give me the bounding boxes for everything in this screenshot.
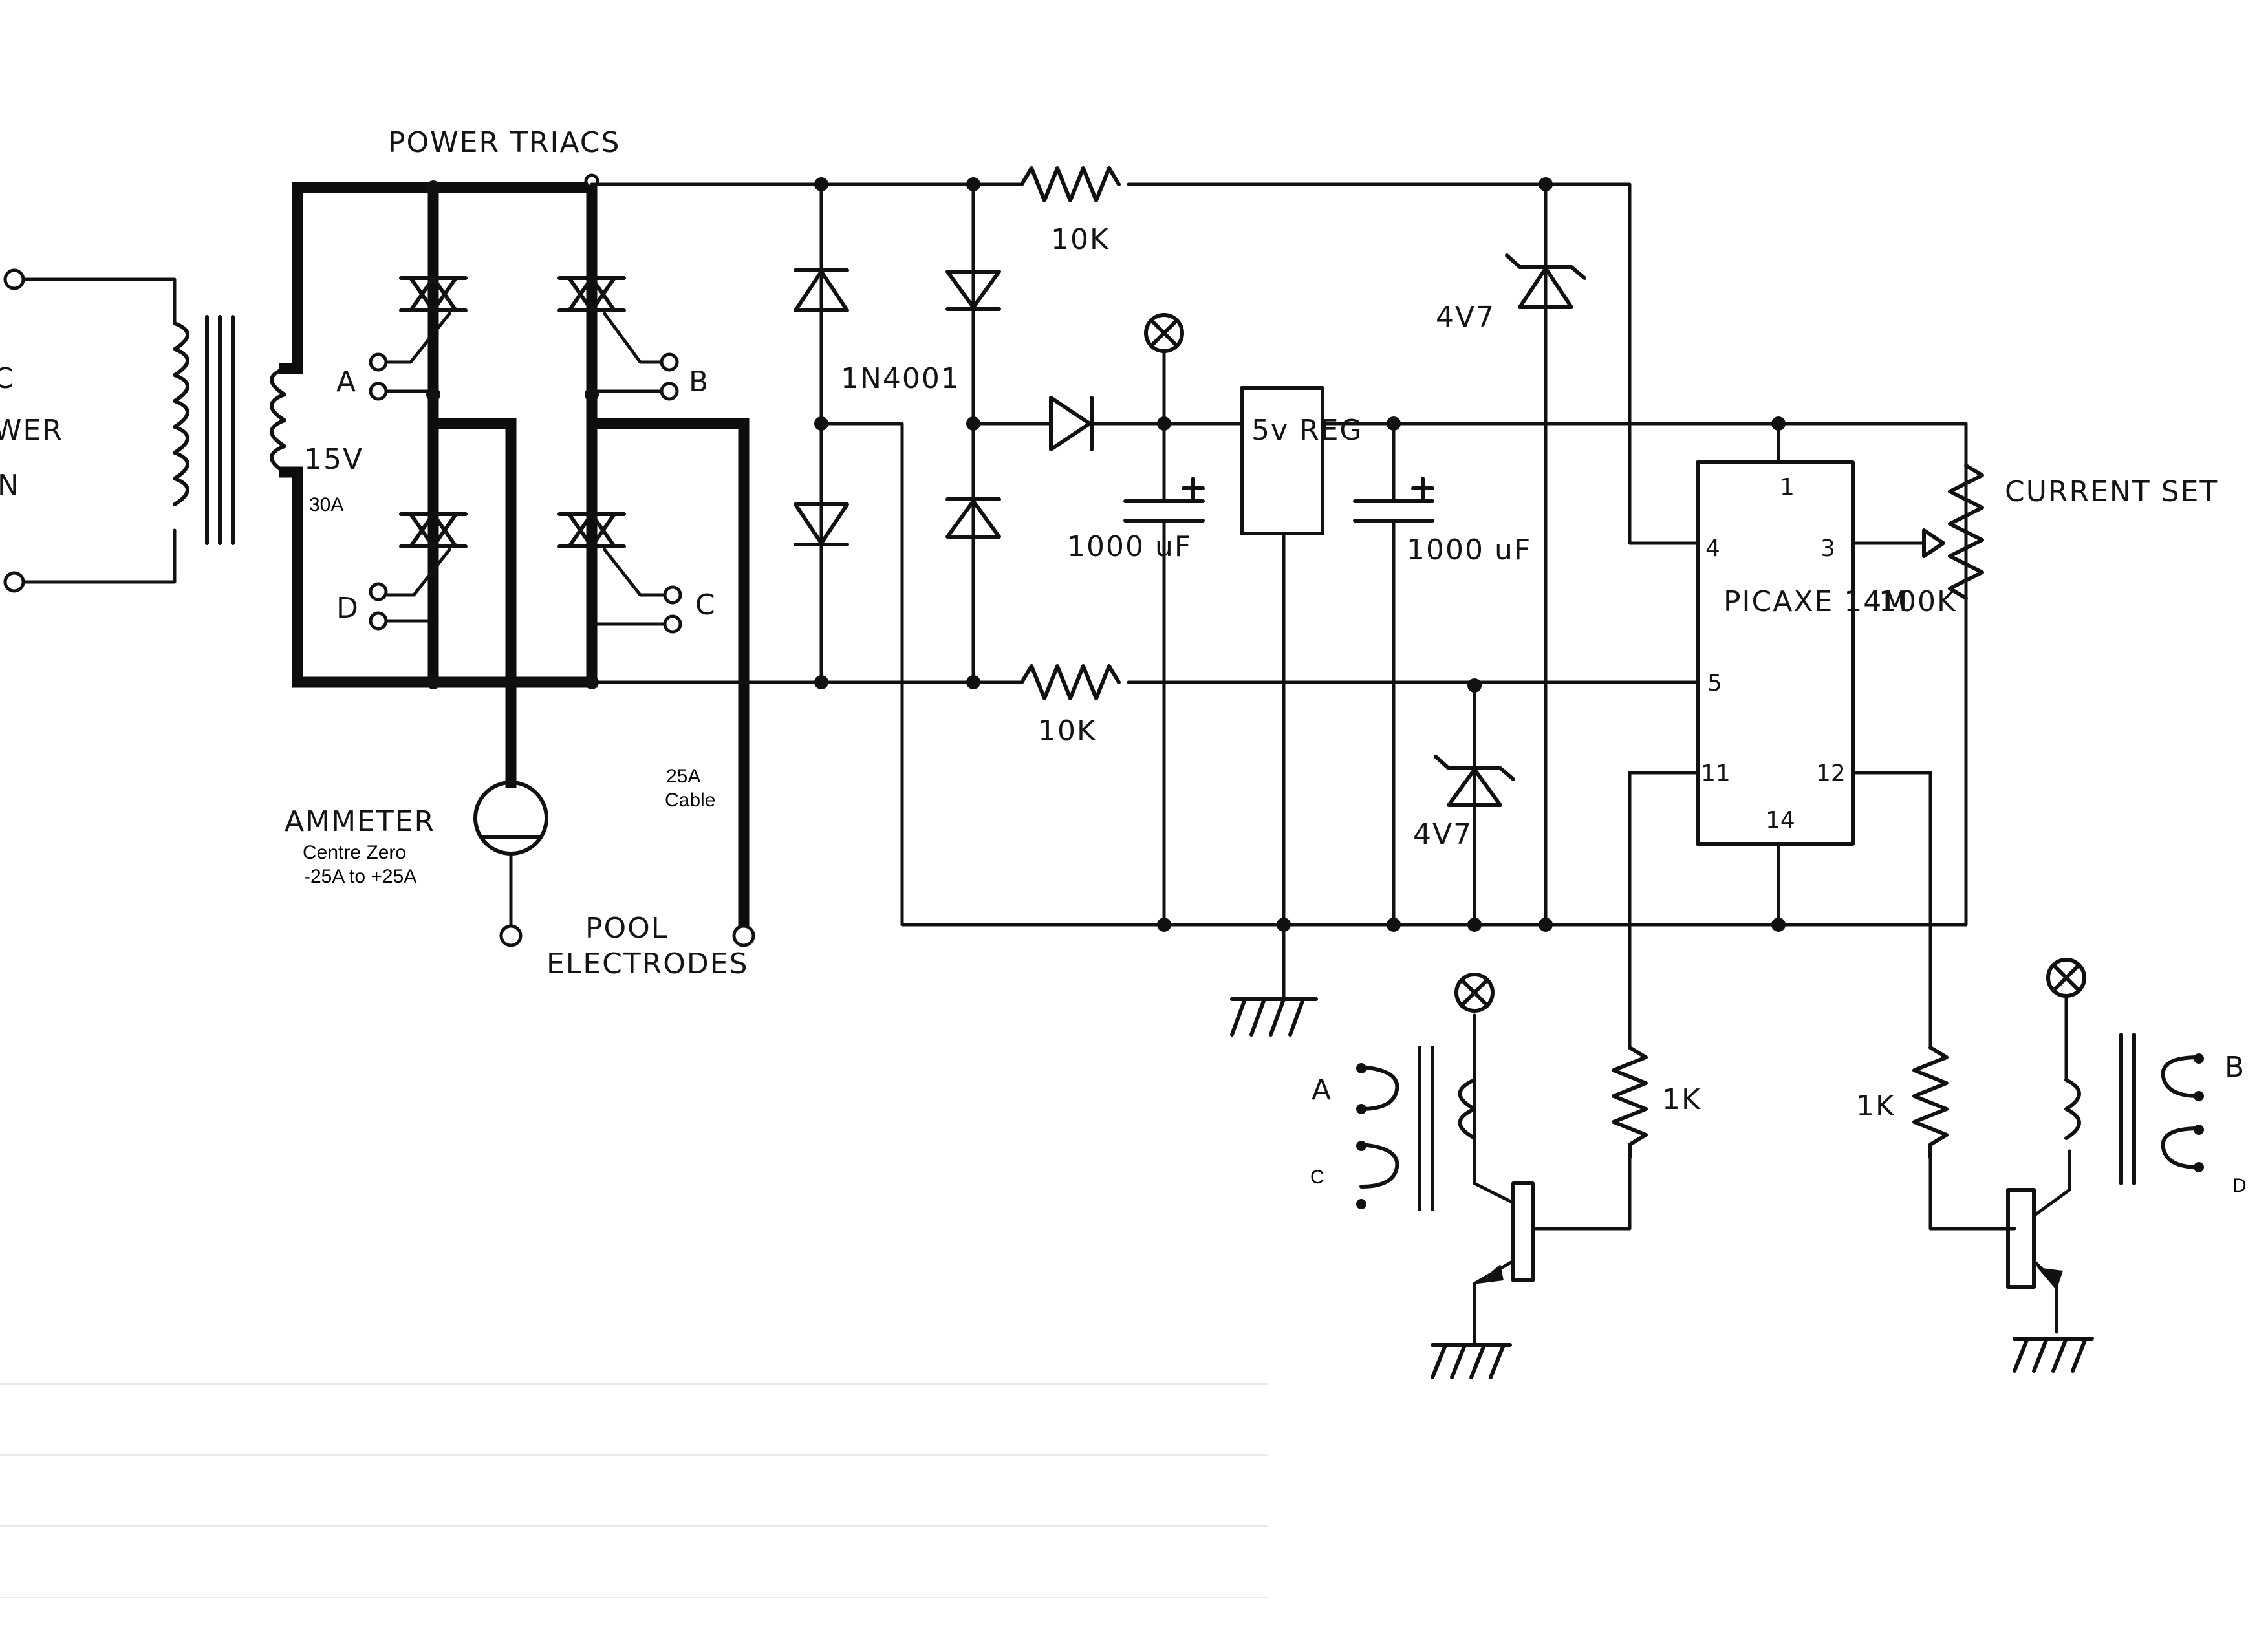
transistor-left <box>1473 1065 1535 1347</box>
ammeter <box>473 781 548 947</box>
pin-3: 3 <box>1820 535 1835 562</box>
relay-left-contact-a: A <box>1312 1073 1332 1106</box>
triac-top-right <box>557 276 662 364</box>
resistor-1k-right <box>1912 1046 1949 1159</box>
label-pot-value: 100K <box>1879 585 1957 618</box>
pin-1: 1 <box>1780 474 1795 501</box>
ground-left <box>1431 1343 1512 1379</box>
label-mains-1: C <box>0 362 15 395</box>
label-zener-top: 4V7 <box>1436 301 1495 334</box>
transistor-right <box>2006 1149 2071 1334</box>
label-zener-bottom: 4V7 <box>1413 818 1473 851</box>
label-electrodes: ELECTRODES <box>546 947 749 980</box>
diode-d4 <box>945 499 1001 539</box>
label-r1k-left: 1K <box>1662 1083 1701 1116</box>
gate-label-b: B <box>689 365 709 398</box>
label-mains-3: N <box>0 469 20 502</box>
relay-right-contact-d: D <box>2232 1175 2247 1196</box>
electrode-terminal <box>732 924 755 947</box>
pin-5: 5 <box>1707 670 1722 696</box>
capacitor-1000uf-right <box>1353 422 1434 927</box>
gate-label-a: A <box>336 365 357 398</box>
triac-bridge-frame <box>292 182 750 940</box>
triac-bottom-left <box>386 512 468 597</box>
diode-d3 <box>945 270 1001 309</box>
pin-12: 12 <box>1816 760 1846 787</box>
resistor-10k-top <box>1020 166 1121 202</box>
label-diode-part: 1N4001 <box>841 362 960 395</box>
zener-4v7-top <box>1505 177 1586 932</box>
label-r1k-right: 1K <box>1856 1090 1895 1123</box>
label-r-bottom: 10K <box>1038 715 1097 748</box>
gate-label-d: D <box>336 592 360 625</box>
label-current-set: CURRENT SET <box>2005 475 2218 508</box>
ground-main <box>1230 923 1318 1037</box>
mains-transformer <box>3 268 303 593</box>
paper-grid <box>0 1383 1268 1598</box>
pin-14: 14 <box>1766 807 1795 834</box>
label-cap-right: 1000 uF <box>1407 534 1531 566</box>
regulator-label: 5v REG <box>1251 414 1363 447</box>
indicator-lamp-supply <box>1144 313 1184 426</box>
label-pool: POOL <box>585 912 668 945</box>
label-secondary-voltage: 15V <box>304 443 363 476</box>
pin-4: 4 <box>1705 535 1720 562</box>
label-ammeter-note-1: Centre Zero <box>303 842 406 863</box>
relay-left-contact-c: C <box>1310 1167 1324 1188</box>
label-cap-left: 1000 uF <box>1067 530 1192 563</box>
diode-series <box>1049 396 1092 451</box>
label-r-top: 10K <box>1051 223 1110 256</box>
label-secondary-current: 30A <box>309 494 343 515</box>
label-ammeter: AMMETER <box>285 805 435 838</box>
triac-bottom-right <box>557 512 665 597</box>
label-ammeter-note-2: -25A to +25A <box>304 866 416 887</box>
capacitor-1000uf-left <box>1123 422 1205 927</box>
triac-top-left <box>386 276 468 364</box>
label-cable-2: Cable <box>665 790 715 811</box>
ground-right <box>2013 1337 2094 1373</box>
pin-11: 11 <box>1701 760 1731 787</box>
current-set-pot <box>1777 422 1984 600</box>
gate-terminals <box>369 352 682 634</box>
mains-terminal-top <box>3 268 25 290</box>
resistor-10k-bottom <box>1020 664 1121 700</box>
gate-label-c: C <box>695 588 717 621</box>
relay-right-contact-b: B <box>2225 1051 2245 1084</box>
label-power-triacs: POWER TRIACS <box>388 126 620 159</box>
secondary-winding <box>270 367 286 474</box>
label-mains-2: WER <box>0 414 63 447</box>
zener-4v7-bottom <box>1434 678 1515 932</box>
label-cable: 25A <box>666 766 700 787</box>
relay-left <box>1356 973 1495 1211</box>
picaxe-label: PICAXE 14M <box>1723 585 1908 618</box>
primary-winding <box>173 321 189 506</box>
relay-right <box>2046 958 2204 1185</box>
resistor-1k-left <box>1612 1046 1648 1159</box>
diode-d1 <box>794 270 849 312</box>
mains-terminal-bottom <box>3 571 25 593</box>
regulator-5v <box>1240 386 1324 927</box>
diode-d2 <box>794 502 849 545</box>
